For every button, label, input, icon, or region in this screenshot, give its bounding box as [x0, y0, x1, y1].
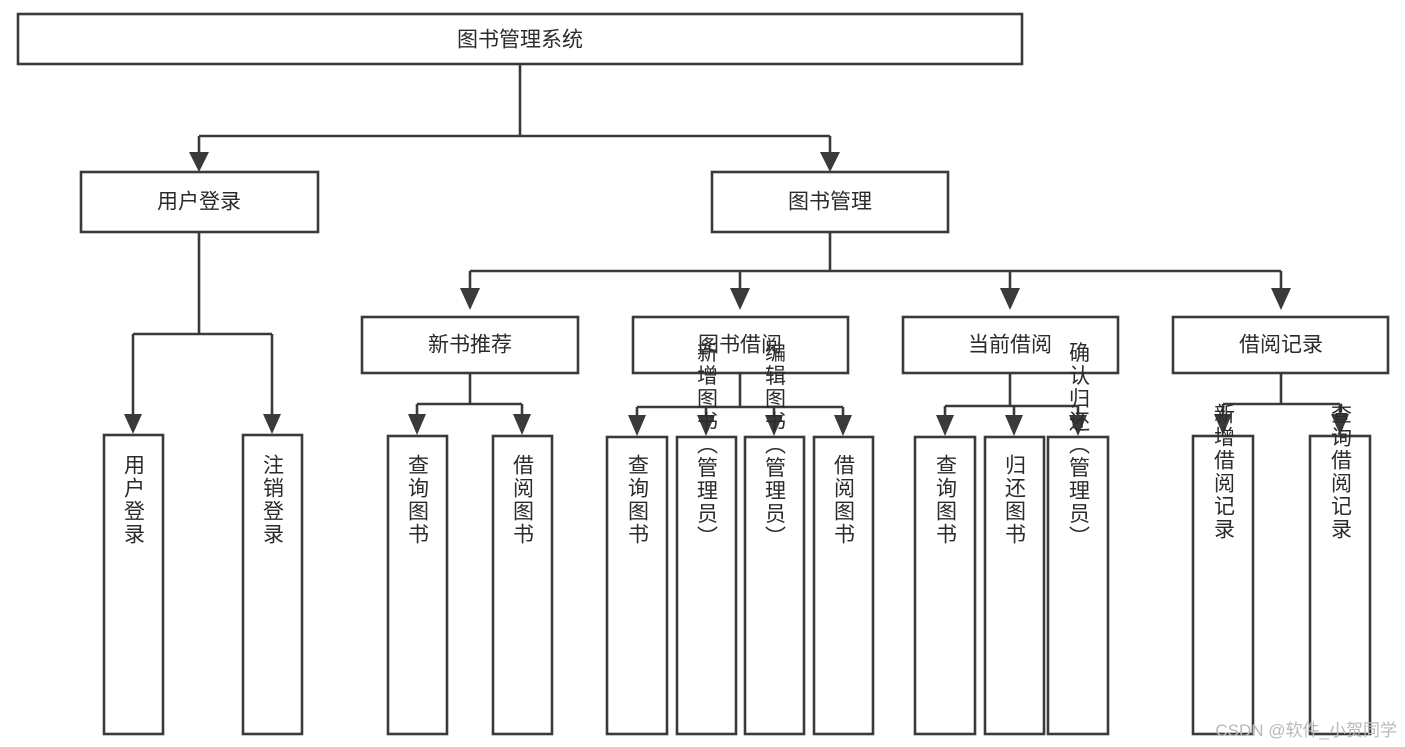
leaf-label: 查询图书 [406, 454, 430, 546]
node-root[interactable]: 图书管理系统 [16, 12, 1024, 66]
connector-group-current-borrow [936, 373, 1087, 436]
leaf-box[interactable] [605, 435, 669, 736]
leaf-user-login-login[interactable]: 用户登录 [102, 433, 165, 736]
leaf-box[interactable] [983, 435, 1046, 736]
leaf-bb-edit-book-admin[interactable]: 编辑图书（管理员） [743, 342, 806, 736]
leaf-label: 编辑图书（管理员） [763, 342, 787, 549]
node-current-borrow-label: 当前借阅 [968, 334, 1052, 357]
node-new-book-recommend-box[interactable] [360, 315, 580, 375]
leaf-label: 借阅图书 [511, 454, 535, 546]
node-new-book-recommend[interactable]: 新书推荐 [360, 315, 580, 375]
leaf-label: 注销登录 [261, 454, 285, 546]
arrowhead-br-leaf-1 [1214, 414, 1232, 435]
leaf-box[interactable] [241, 433, 304, 736]
leaf-bb-add-book-admin[interactable]: 新增图书（管理员） [675, 342, 738, 736]
leaf-box[interactable] [675, 435, 738, 736]
arrowhead-cb-leaf-1 [936, 415, 954, 436]
arrowhead-cb-leaf-3 [1069, 415, 1087, 436]
connector-group-borrow-record [1214, 373, 1349, 435]
leaf-box[interactable] [491, 434, 554, 736]
arrowhead-nbr-leaf-2 [513, 414, 531, 435]
node-book-management[interactable]: 图书管理 [710, 170, 950, 234]
leaf-box[interactable] [913, 435, 977, 736]
connector-group-new-book-recommend [408, 373, 531, 435]
leaf-cb-query-book[interactable]: 查询图书 [913, 435, 977, 736]
arrowhead-book-mgmt [820, 152, 840, 172]
leaf-label: 归还图书 [1003, 454, 1027, 546]
connector-group-user-login [124, 232, 281, 434]
leaf-box[interactable] [1308, 434, 1372, 736]
node-user-login-box[interactable] [79, 170, 320, 234]
leaf-cb-confirm-return-admin[interactable]: 确认归还（管理员） [1046, 342, 1110, 736]
leaf-box[interactable] [743, 435, 806, 736]
arrowhead-bb-leaf-1 [628, 415, 646, 436]
node-book-management-label: 图书管理 [788, 191, 872, 214]
node-new-book-recommend-label: 新书推荐 [428, 334, 512, 357]
leaf-box[interactable] [386, 434, 449, 736]
arrowhead-br-leaf-2 [1331, 414, 1349, 435]
node-user-login-label: 用户登录 [157, 191, 241, 214]
arrowhead-nbr-leaf-1 [408, 414, 426, 435]
leaf-label: 查询图书 [934, 454, 958, 546]
leaf-label: 借阅图书 [832, 454, 856, 546]
arrowhead-leaf-user-login [124, 414, 142, 434]
leaf-nbr-query-book[interactable]: 查询图书 [386, 434, 449, 736]
leaf-nbr-borrow-book[interactable]: 借阅图书 [491, 434, 554, 736]
leaf-user-login-logout[interactable]: 注销登录 [241, 433, 304, 736]
node-book-management-box[interactable] [710, 170, 950, 234]
arrowhead-user-login [189, 152, 209, 172]
arrowhead-cb-leaf-2 [1005, 415, 1023, 436]
arrowhead-borrow-record [1271, 288, 1291, 310]
node-user-login[interactable]: 用户登录 [79, 170, 320, 234]
node-root-box[interactable] [16, 12, 1024, 66]
connector-group-book-mgmt [460, 232, 1291, 310]
leaf-label: 查询图书 [626, 454, 650, 546]
leaf-box[interactable] [812, 435, 875, 736]
leaf-label: 新增图书（管理员） [695, 342, 719, 549]
leaf-label: 确认归还（管理员） [1067, 342, 1091, 549]
leaf-label: 用户登录 [122, 454, 146, 546]
leaf-label: 查询借阅记录 [1329, 403, 1353, 541]
node-book-borrow-box[interactable] [631, 315, 850, 375]
arrowhead-new-book-recommend [460, 288, 480, 310]
leaf-bb-borrow-book[interactable]: 借阅图书 [812, 435, 875, 736]
connector-group-root [189, 64, 840, 172]
leaf-label: 新增借阅记录 [1212, 403, 1236, 541]
arrowhead-bb-leaf-2 [697, 415, 715, 436]
leaf-br-query-record[interactable]: 查询借阅记录 [1308, 403, 1372, 736]
arrowhead-bb-leaf-3 [765, 415, 783, 436]
node-borrow-record-label: 借阅记录 [1239, 334, 1323, 357]
arrowhead-bb-leaf-4 [834, 415, 852, 436]
leaf-box[interactable] [1046, 435, 1110, 736]
node-current-borrow[interactable]: 当前借阅 [901, 315, 1120, 375]
connector-group-book-borrow [628, 373, 852, 436]
node-current-borrow-box[interactable] [901, 315, 1120, 375]
leaf-bb-query-book[interactable]: 查询图书 [605, 435, 669, 736]
node-book-borrow[interactable]: 图书借阅 [631, 315, 850, 375]
arrowhead-book-borrow [730, 288, 750, 310]
node-book-borrow-label: 图书借阅 [698, 334, 782, 357]
arrowhead-leaf-logout [263, 414, 281, 434]
leaf-br-add-record[interactable]: 新增借阅记录 [1191, 403, 1255, 736]
leaf-box[interactable] [1191, 434, 1255, 736]
leaf-cb-return-book[interactable]: 归还图书 [983, 435, 1046, 736]
leaf-box[interactable] [102, 433, 165, 736]
node-borrow-record[interactable]: 借阅记录 [1171, 315, 1390, 375]
arrowhead-current-borrow [1000, 288, 1020, 310]
node-borrow-record-box[interactable] [1171, 315, 1390, 375]
node-root-label: 图书管理系统 [457, 29, 583, 52]
